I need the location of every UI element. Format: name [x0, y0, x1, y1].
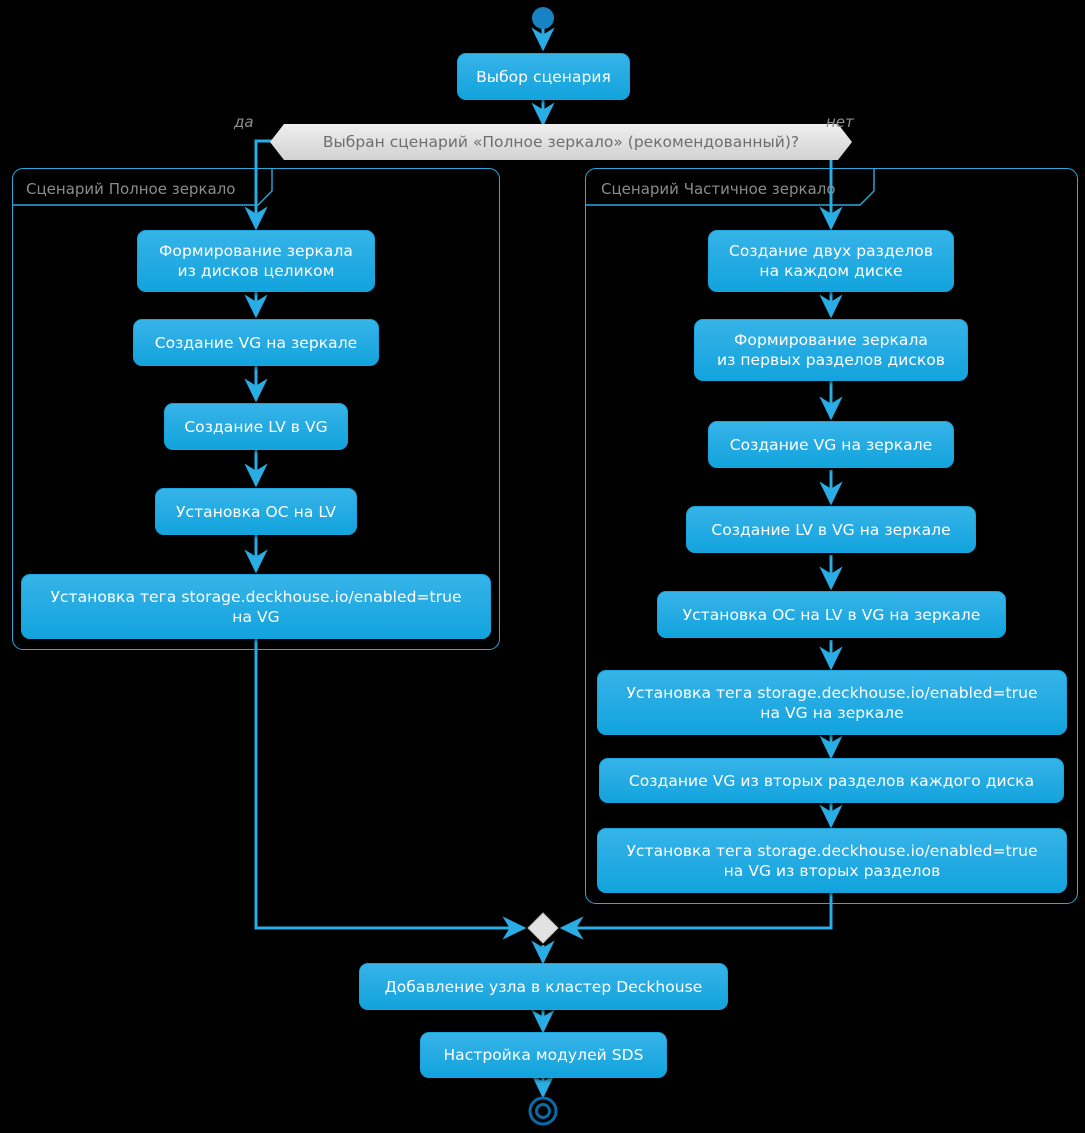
node-choose-scenario[interactable]: Выбор сценария — [457, 53, 630, 100]
node-left-step-5[interactable]: Установка тега storage.deckhouse.io/enab… — [21, 574, 491, 639]
merge-diamond — [527, 912, 559, 944]
end-circle — [528, 1096, 558, 1126]
node-label-line1: Формирование зеркала — [159, 242, 353, 260]
node-right-step-1[interactable]: Создание двух разделов на каждом диске — [708, 230, 954, 292]
start-circle — [532, 7, 554, 29]
node-label: Создание VG из вторых разделов каждого д… — [628, 771, 1035, 790]
node-right-step-6[interactable]: Установка тега storage.deckhouse.io/enab… — [597, 670, 1067, 735]
node-label-line1: Создание двух разделов — [728, 242, 933, 260]
node-label-line2: на каждом диске — [759, 262, 903, 280]
node-right-step-8[interactable]: Установка тега storage.deckhouse.io/enab… — [597, 828, 1067, 893]
node-left-step-1[interactable]: Формирование зеркала из дисков целиком — [137, 230, 375, 292]
node-label-line1: Формирование зеркала — [734, 331, 928, 349]
edge-label-no: нет — [826, 113, 854, 131]
node-label-line2: на VG на зеркале — [760, 703, 904, 722]
node-label: Выбор сценария — [476, 67, 611, 86]
decision-full-mirror[interactable]: Выбран сценарий «Полное зеркало» (рекоме… — [270, 124, 852, 160]
node-right-step-7[interactable]: Создание VG из вторых разделов каждого д… — [599, 758, 1064, 803]
node-configure-sds-modules[interactable]: Настройка модулей SDS — [420, 1032, 667, 1078]
node-label-line2: на VG — [232, 607, 280, 626]
node-left-step-2[interactable]: Создание VG на зеркале — [133, 319, 379, 366]
node-label: Добавление узла в кластер Deckhouse — [384, 977, 703, 996]
node-right-step-4[interactable]: Создание LV в VG на зеркале — [686, 506, 976, 553]
node-add-node-to-cluster[interactable]: Добавление узла в кластер Deckhouse — [359, 963, 728, 1010]
node-right-step-5[interactable]: Установка ОС на LV в VG на зеркале — [657, 591, 1006, 638]
frame-full-mirror-title: Сценарий Полное зеркало — [26, 180, 236, 198]
frame-partial-mirror-title: Сценарий Частичное зеркало — [601, 180, 836, 198]
node-label: Создание LV в VG на зеркале — [711, 520, 951, 539]
node-label: Создание LV в VG — [184, 417, 328, 436]
node-label-line1: Установка тега storage.deckhouse.io/enab… — [50, 587, 462, 606]
node-label-line2: из дисков целиком — [177, 262, 335, 280]
node-left-step-3[interactable]: Создание LV в VG — [164, 403, 348, 450]
node-label: Создание VG на зеркале — [154, 333, 358, 352]
node-label: Настройка модулей SDS — [443, 1046, 644, 1064]
node-right-step-3[interactable]: Создание VG на зеркале — [708, 421, 954, 468]
node-right-step-2[interactable]: Формирование зеркала из первых разделов … — [694, 319, 968, 381]
node-label: Установка ОС на LV в VG на зеркале — [682, 605, 981, 624]
node-label-line2: из первых разделов дисков — [716, 351, 946, 369]
edge-label-yes: да — [234, 113, 254, 131]
node-label: Установка ОС на LV — [176, 502, 336, 521]
node-label: Создание VG на зеркале — [729, 435, 933, 454]
node-left-step-4[interactable]: Установка ОС на LV — [155, 488, 357, 535]
node-label-line2: на VG из вторых разделов — [723, 861, 941, 880]
node-label-line1: Установка тега storage.deckhouse.io/enab… — [626, 841, 1038, 860]
node-label-line1: Установка тега storage.deckhouse.io/enab… — [626, 683, 1038, 702]
decision-label: Выбран сценарий «Полное зеркало» (рекоме… — [322, 133, 800, 151]
